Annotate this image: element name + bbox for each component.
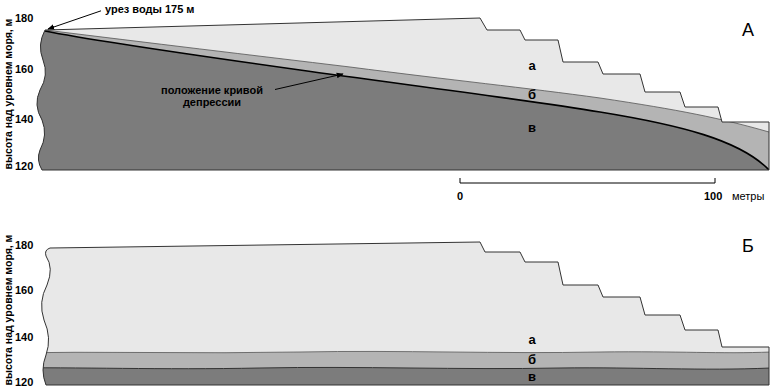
layer-a: [0, 0, 771, 175]
axis-tick: 160: [15, 284, 33, 297]
panel-a: [0, 0, 771, 175]
axis-title: высота над уровнем моря, м: [2, 235, 14, 386]
layer-letter: а: [529, 59, 536, 74]
scale-label: метры: [732, 190, 764, 203]
layer-boundary: [45, 30, 769, 132]
axis-tick: 120: [15, 376, 33, 389]
layer-boundary: [0, 367, 771, 369]
layer-letter: б: [528, 88, 536, 103]
annotation: положение кривой депрессии: [153, 84, 271, 109]
layer-b: [0, 351, 771, 392]
layer-letter: в: [528, 370, 536, 385]
section-outline: [37, 18, 769, 170]
section-outline: [42, 242, 769, 385]
axis-title: высота над уровнем моря, м: [2, 19, 14, 170]
scale-bar: [460, 178, 715, 183]
depression-curve: [45, 31, 769, 170]
layer-letter: в: [528, 121, 536, 136]
layer-c: [0, 367, 771, 392]
scale-label: 100: [704, 190, 722, 203]
leader-lines: [48, 11, 343, 90]
layer-letter: б: [528, 353, 536, 368]
layer-boundary: [0, 351, 771, 353]
leader-line: [275, 74, 343, 90]
scale-label: 0: [457, 190, 463, 203]
panel-letter: А: [742, 20, 754, 41]
layer-letter: а: [529, 333, 536, 348]
axis-tick: 140: [15, 331, 33, 344]
annotation: урез воды 175 м: [105, 3, 195, 16]
axis-tick: 180: [15, 12, 33, 25]
layer-a: [0, 236, 771, 392]
leader-line: [48, 11, 101, 29]
axis-tick: 120: [15, 160, 33, 173]
panel-b: [0, 236, 771, 392]
layer-b: [0, 30, 769, 175]
axis-tick: 140: [15, 113, 33, 126]
axis-tick: 160: [15, 63, 33, 76]
axis-tick: 180: [15, 239, 33, 252]
panel-letter: Б: [742, 236, 754, 257]
layer-c: [0, 31, 769, 175]
